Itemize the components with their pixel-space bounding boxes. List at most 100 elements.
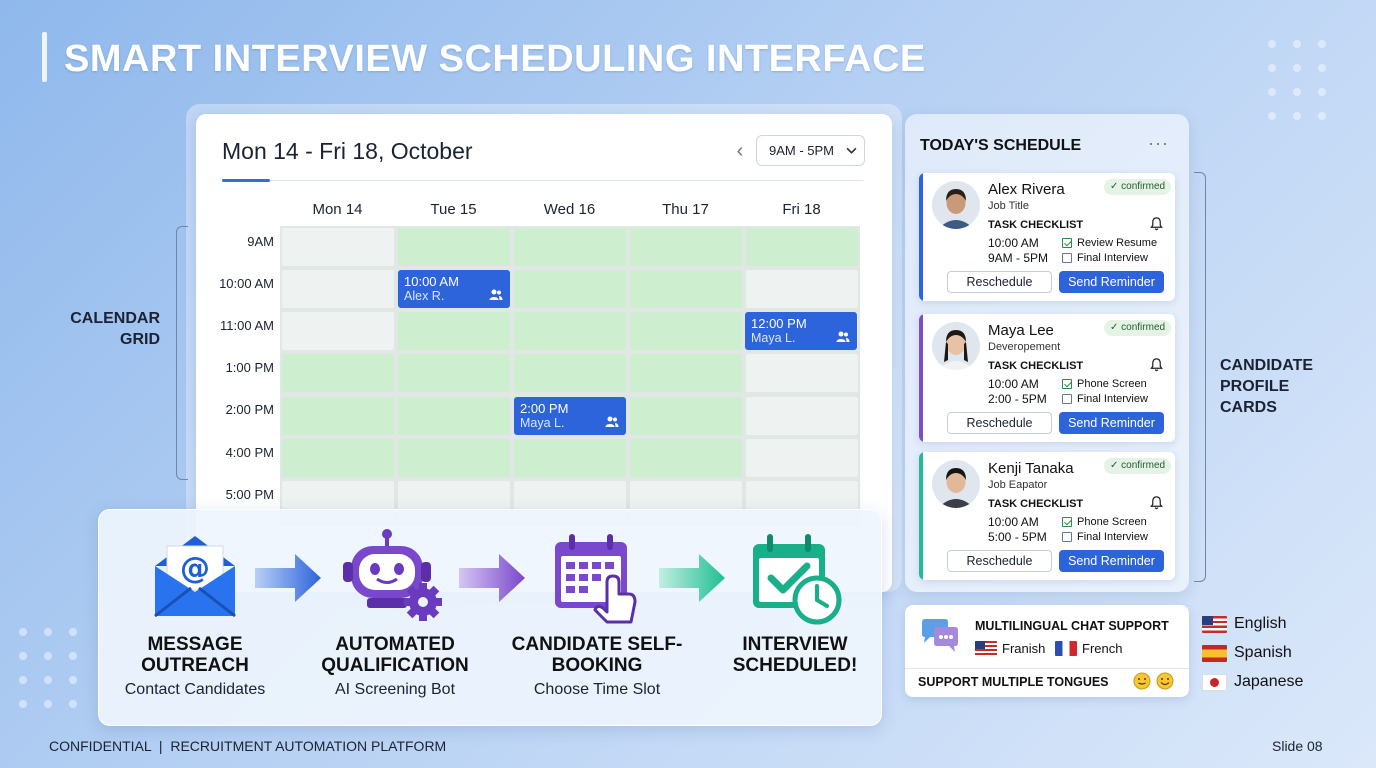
- calendar-slot[interactable]: [282, 397, 394, 435]
- robot-icon: [343, 529, 442, 621]
- smile-emoji-icon: [1133, 672, 1151, 690]
- calendar-slot[interactable]: [630, 228, 742, 266]
- checklist-item[interactable]: Final Interview: [1062, 531, 1148, 543]
- calendar-slot[interactable]: [630, 312, 742, 350]
- calendar-divider: [222, 180, 863, 181]
- status-badge: ✓ confirmed: [1104, 458, 1172, 474]
- decorative-dots-bottom: [19, 628, 77, 708]
- language-option[interactable]: French: [1055, 641, 1122, 656]
- workflow-step-title: INTERVIEW SCHEDULED!: [732, 634, 858, 676]
- calendar-slot[interactable]: [282, 312, 394, 350]
- checklist-item[interactable]: Phone Screen: [1062, 516, 1147, 528]
- card-accent: [919, 314, 923, 442]
- availability-range: 5:00 - 5PM: [988, 530, 1047, 544]
- checklist-item[interactable]: Final Interview: [1062, 393, 1148, 405]
- checkbox[interactable]: [1062, 379, 1072, 389]
- availability-range: 2:00 - 5PM: [988, 392, 1047, 406]
- calendar-slot[interactable]: [282, 354, 394, 392]
- calendar-event[interactable]: 12:00 PM Maya L.: [745, 312, 857, 350]
- calendar-event[interactable]: 10:00 AM Alex R.: [398, 270, 510, 308]
- send-reminder-button[interactable]: Send Reminder: [1059, 412, 1164, 434]
- calendar-click-icon: [555, 534, 637, 624]
- checkbox[interactable]: [1062, 394, 1072, 404]
- calendar-slot[interactable]: [398, 312, 510, 350]
- calendar-slot[interactable]: [398, 228, 510, 266]
- send-reminder-button[interactable]: Send Reminder: [1059, 550, 1164, 572]
- calendar-event[interactable]: 2:00 PM Maya L.: [514, 397, 626, 435]
- japan-flag-icon: [1202, 673, 1227, 691]
- calendar-slot[interactable]: [630, 439, 742, 477]
- multilingual-footer: SUPPORT MULTIPLE TONGUES: [918, 675, 1109, 689]
- calendar-slot[interactable]: [630, 354, 742, 392]
- calendar-slot[interactable]: [398, 354, 510, 392]
- send-reminder-button[interactable]: Send Reminder: [1059, 271, 1164, 293]
- checklist-item[interactable]: Review Resume: [1062, 237, 1157, 249]
- reschedule-button[interactable]: Reschedule: [947, 271, 1052, 293]
- candidate-card: Maya Lee Deveropement ✓ confirmed TASK C…: [919, 314, 1175, 442]
- chevron-left-icon[interactable]: ‹: [736, 140, 744, 162]
- chevron-down-icon: [846, 147, 857, 154]
- calendar-slot[interactable]: [746, 354, 858, 392]
- checklist-text: Final Interview: [1077, 252, 1148, 264]
- candidate-role: Job Title: [988, 200, 1029, 212]
- candidate-card: Kenji Tanaka Job Eapator ✓ confirmed TAS…: [919, 452, 1175, 580]
- bell-icon[interactable]: [1149, 357, 1164, 372]
- us-flag-icon: [975, 641, 997, 656]
- checklist-item[interactable]: Phone Screen: [1062, 378, 1147, 390]
- language-name: Franish: [1002, 641, 1046, 656]
- time-label: 5:00 PM: [225, 487, 274, 502]
- calendar-slot[interactable]: [630, 397, 742, 435]
- calendar-slot[interactable]: [514, 228, 626, 266]
- calendar-slot[interactable]: [514, 312, 626, 350]
- workflow-step-subtitle: AI Screening Bot: [334, 681, 456, 698]
- calendar-slot[interactable]: [514, 439, 626, 477]
- card-accent: [919, 452, 923, 580]
- event-time: 2:00 PM: [520, 401, 569, 416]
- title-accent-bar: [42, 32, 47, 82]
- people-icon: [836, 331, 850, 342]
- calendar-slot[interactable]: [514, 354, 626, 392]
- arrow-right-icon: [459, 554, 525, 602]
- people-icon: [605, 416, 619, 427]
- calendar-slot[interactable]: [746, 270, 858, 308]
- page-title: SMART INTERVIEW SCHEDULING INTERFACE: [64, 38, 926, 80]
- arrow-right-icon: [659, 554, 725, 602]
- calendar-slot[interactable]: [398, 397, 510, 435]
- reschedule-button[interactable]: Reschedule: [947, 412, 1052, 434]
- checkbox[interactable]: [1062, 532, 1072, 542]
- time-label: 9AM: [247, 234, 274, 249]
- calendar-slot[interactable]: [746, 228, 858, 266]
- calendar-slot[interactable]: [398, 439, 510, 477]
- time-label: 1:00 PM: [225, 360, 274, 375]
- more-options-icon[interactable]: ···: [1148, 133, 1169, 153]
- language-name: French: [1082, 641, 1123, 656]
- checklist-item[interactable]: Final Interview: [1062, 252, 1148, 264]
- time-range-dropdown[interactable]: 9AM - 5PM: [756, 135, 865, 166]
- calendar-slot[interactable]: [746, 397, 858, 435]
- checkbox[interactable]: [1062, 517, 1072, 527]
- calendar-slot[interactable]: [282, 228, 394, 266]
- calendar-check-icon: [753, 534, 842, 625]
- reschedule-button[interactable]: Reschedule: [947, 550, 1052, 572]
- calendar-slot[interactable]: [514, 270, 626, 308]
- checkbox[interactable]: [1062, 253, 1072, 263]
- calendar-title: Mon 14 - Fri 18, October: [222, 138, 473, 164]
- calendar-tab-indicator: [222, 179, 270, 182]
- spain-flag-icon: [1202, 644, 1227, 662]
- calendar-slot[interactable]: [282, 439, 394, 477]
- candidate-role: Job Eapator: [988, 479, 1048, 491]
- time-range-value: 9AM - 5PM: [769, 143, 835, 158]
- calendar-slot[interactable]: [746, 439, 858, 477]
- chat-bubbles-icon: [922, 619, 958, 652]
- checklist-text: Final Interview: [1077, 531, 1148, 543]
- bell-icon[interactable]: [1149, 495, 1164, 510]
- interview-time: 10:00 AM: [988, 236, 1039, 250]
- bell-icon[interactable]: [1149, 216, 1164, 231]
- checkbox[interactable]: [1062, 238, 1072, 248]
- language-option[interactable]: Franish: [975, 641, 1045, 656]
- calendar-slot[interactable]: [630, 270, 742, 308]
- workflow-step-title: CANDIDATE SELF-BOOKING: [511, 634, 683, 676]
- smile-emoji-icon: [1156, 672, 1174, 690]
- candidate-role: Deveropement: [988, 341, 1061, 353]
- calendar-slot[interactable]: [282, 270, 394, 308]
